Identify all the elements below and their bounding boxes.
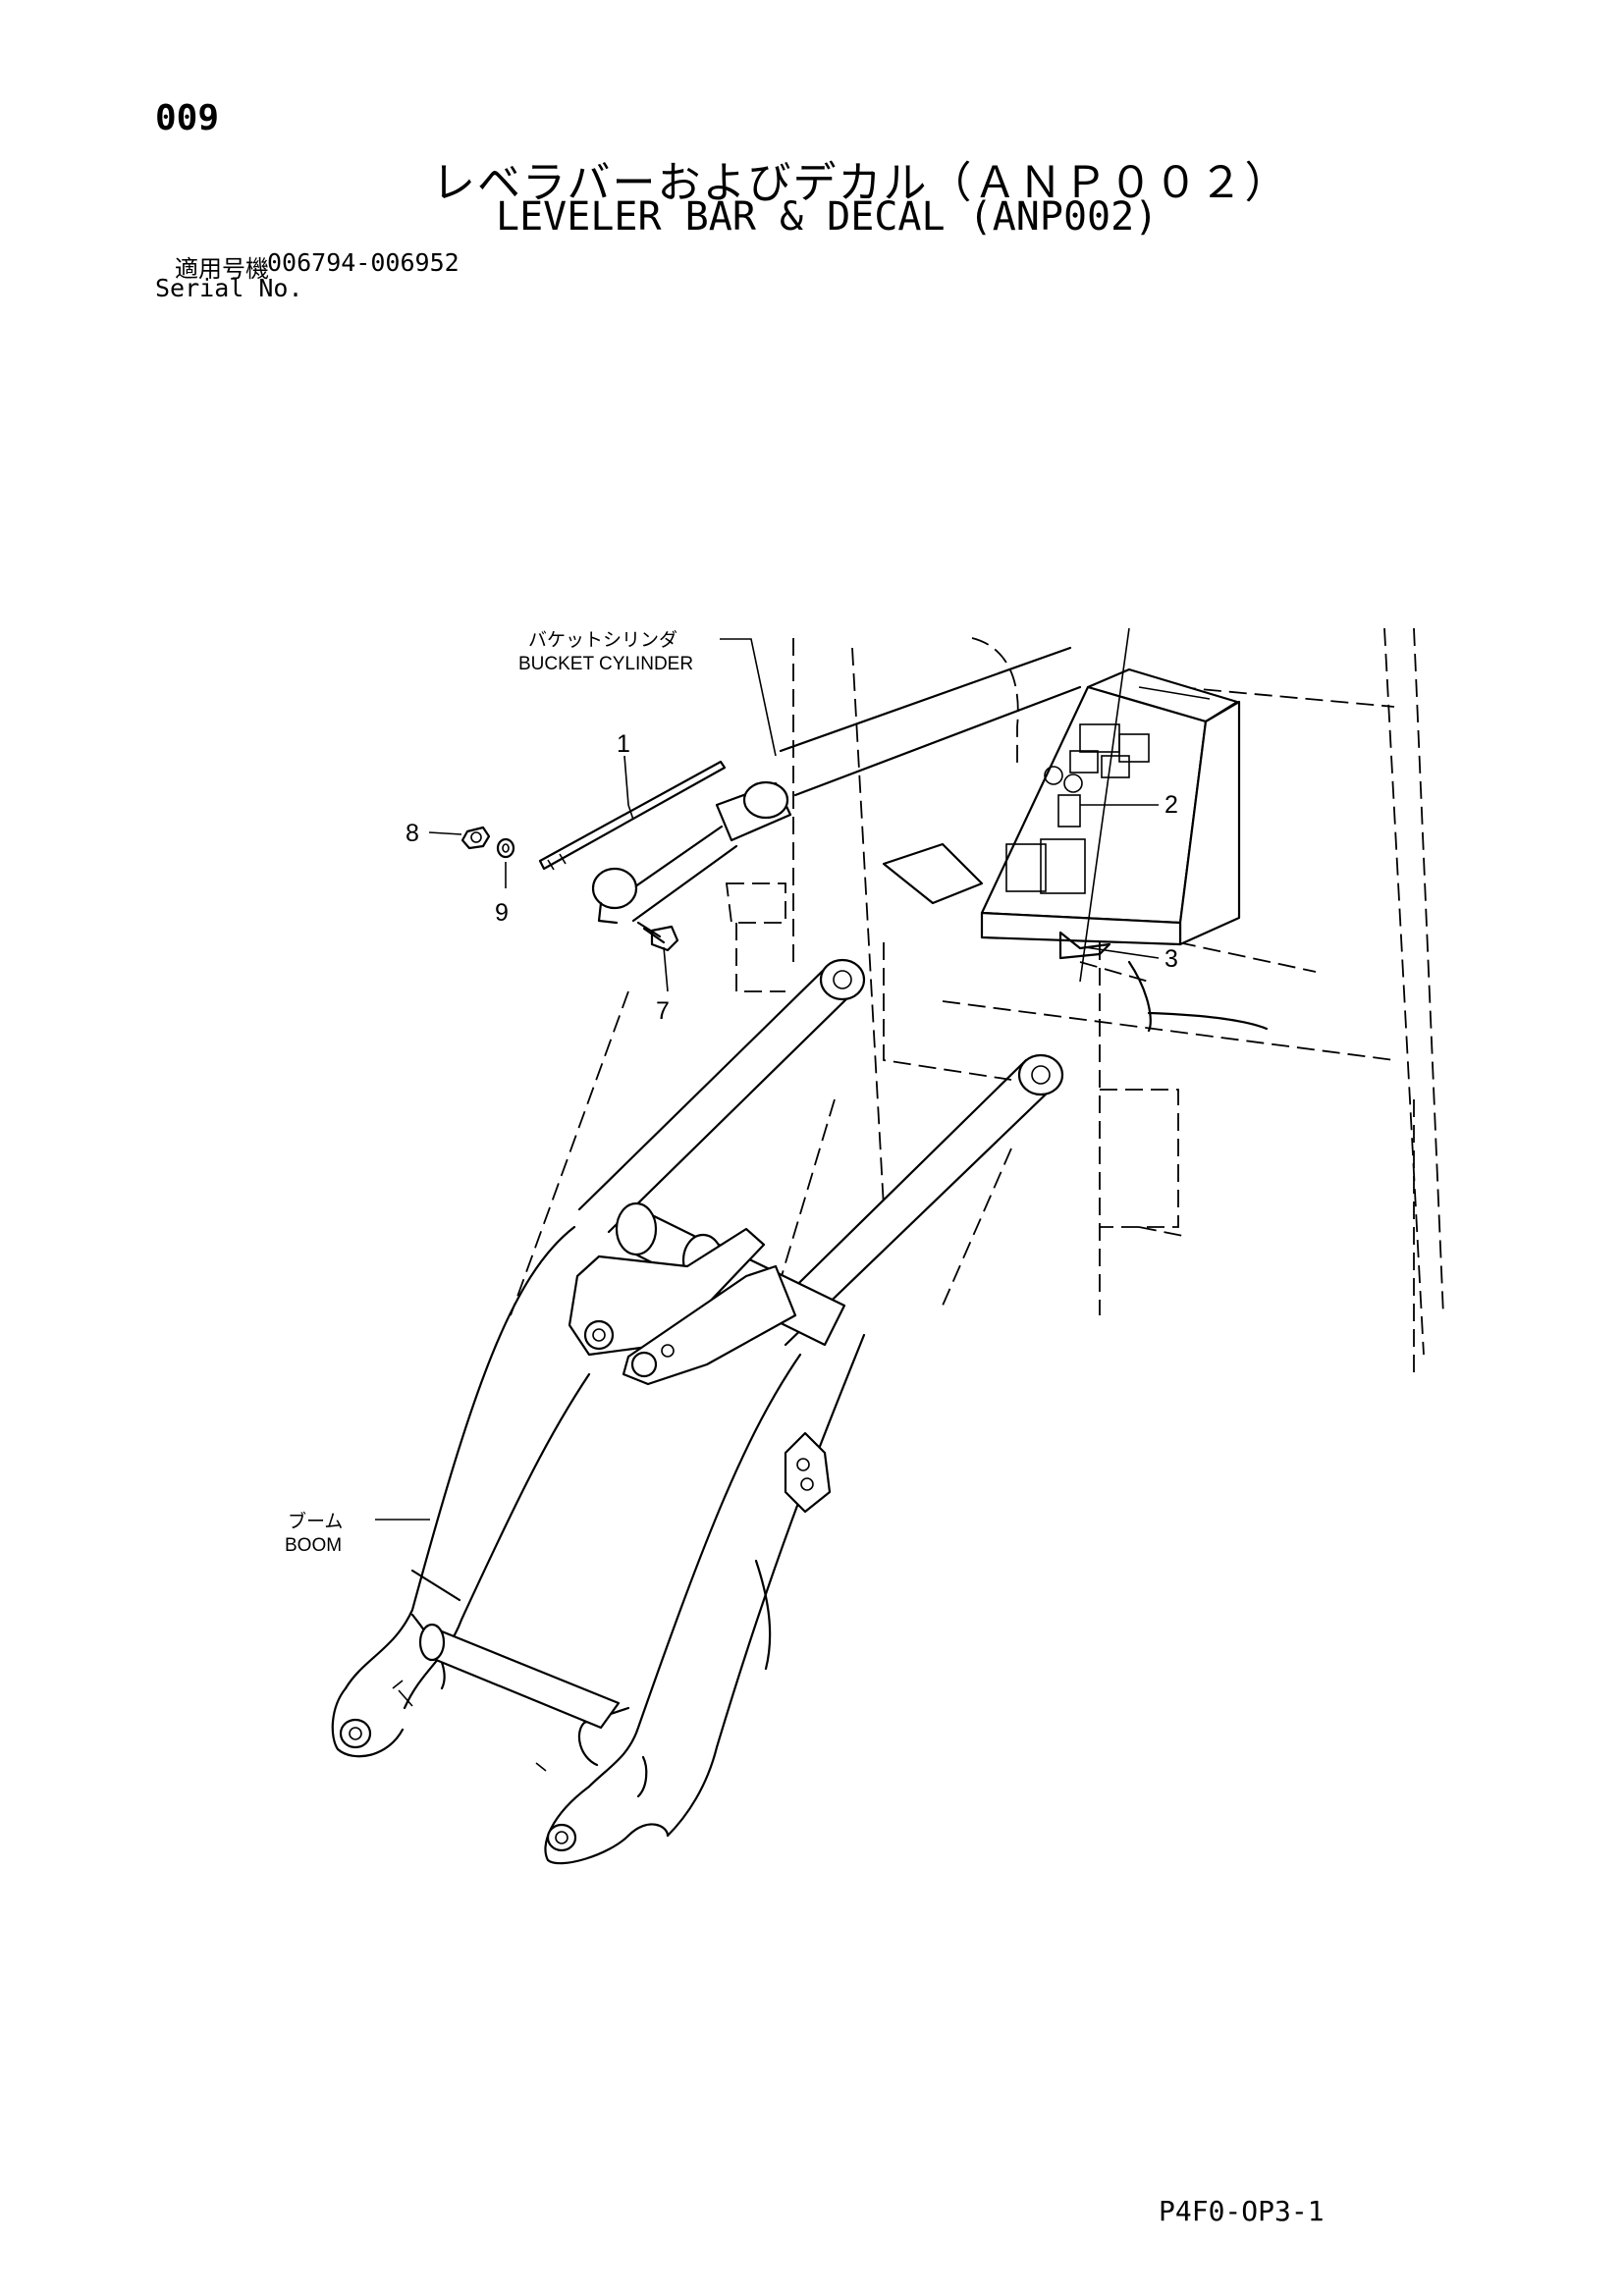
callout-9: 9 [495, 899, 509, 927]
control-monitor-box [882, 667, 1269, 1033]
page-number: 009 [155, 98, 220, 138]
bucket-cylinder-label-jp: バケットシリンダ [528, 629, 677, 651]
page-title-english: LEVELER BAR & DECAL (ANP002) [496, 194, 1159, 240]
callout-8: 8 [406, 820, 419, 847]
serial-label-japanese: 適用号機 [175, 255, 269, 283]
bucket-cylinder [591, 646, 1082, 925]
leader-lines [375, 627, 1160, 1521]
hardware-nut [460, 826, 491, 850]
boom-structure [331, 958, 1064, 1865]
serial-label-english: Serial No. [155, 274, 303, 302]
drawing-code: P4F0-OP3-1 [1159, 2195, 1325, 2227]
hardware-bolt [636, 921, 679, 952]
boom-label-jp: ブーム [288, 1510, 343, 1532]
callout-2: 2 [1164, 791, 1178, 819]
callout-1: 1 [617, 730, 630, 758]
callout-3: 3 [1164, 945, 1178, 973]
bucket-cylinder-label-en: BUCKET CYLINDER [518, 654, 693, 674]
callout-7: 7 [656, 997, 670, 1025]
machine-frame-outline [510, 627, 1444, 1374]
hardware-washer [496, 837, 515, 859]
page-title-japanese: レベラバーおよびデカル（ＡＮＰ００２） [432, 158, 1290, 208]
boom-label-en: BOOM [285, 1535, 342, 1556]
serial-range: 006794-006952 [267, 248, 460, 277]
